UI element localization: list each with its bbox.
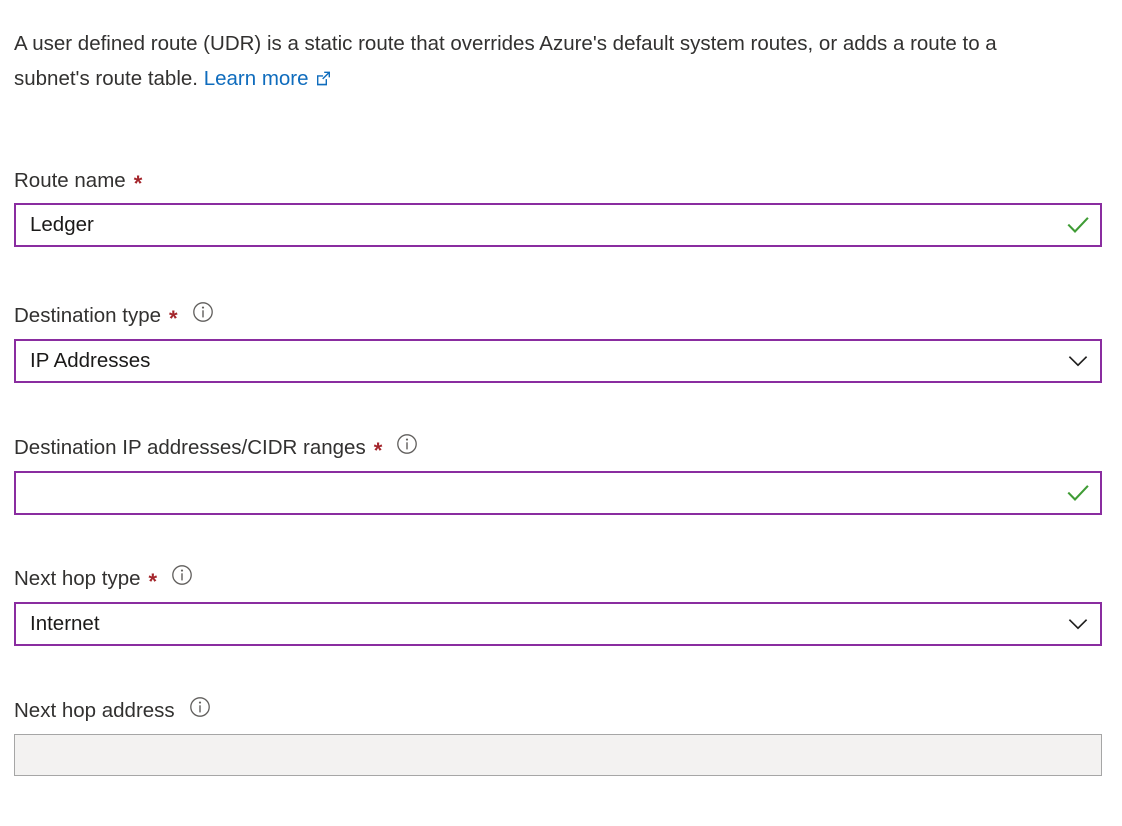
- next-hop-address-label-text: Next hop address: [14, 698, 175, 722]
- next-hop-address-label: Next hop address: [14, 696, 1102, 725]
- info-icon[interactable]: [192, 301, 214, 330]
- destination-type-value: IP Addresses: [30, 349, 151, 372]
- route-name-input-wrapper[interactable]: [14, 203, 1102, 247]
- destination-cidr-input-wrapper[interactable]: [14, 471, 1102, 515]
- next-hop-type-label-text: Next hop type: [14, 566, 141, 590]
- checkmark-icon: [1056, 473, 1100, 513]
- destination-cidr-label-text: Destination IP addresses/CIDR ranges: [14, 435, 366, 459]
- destination-cidr-input[interactable]: [16, 481, 1056, 505]
- description-text: A user defined route (UDR) is a static r…: [14, 32, 997, 90]
- required-asterisk: *: [133, 171, 143, 196]
- required-asterisk: *: [373, 437, 383, 463]
- info-icon[interactable]: [171, 564, 193, 593]
- field-route-name: Route name *: [14, 168, 1102, 247]
- field-next-hop-type: Next hop type * Internet: [14, 564, 1102, 646]
- next-hop-type-dropdown[interactable]: Internet: [14, 602, 1102, 646]
- route-name-label: Route name *: [14, 168, 1102, 196]
- required-asterisk: *: [148, 568, 158, 594]
- next-hop-address-input-wrapper: [14, 734, 1102, 776]
- field-destination-type: Destination type * IP Addresses: [14, 301, 1102, 383]
- destination-type-dropdown[interactable]: IP Addresses: [14, 339, 1102, 383]
- destination-type-label-text: Destination type: [14, 303, 162, 327]
- checkmark-icon: [1056, 205, 1100, 245]
- route-name-label-text: Route name: [14, 169, 126, 192]
- required-asterisk: *: [169, 305, 178, 331]
- chevron-down-icon[interactable]: [1056, 604, 1100, 644]
- destination-type-label: Destination type *: [14, 301, 1102, 330]
- field-next-hop-address: Next hop address: [14, 696, 1102, 776]
- route-name-input[interactable]: [16, 213, 1056, 237]
- next-hop-type-label: Next hop type *: [14, 564, 1102, 593]
- info-icon[interactable]: [396, 433, 418, 462]
- next-hop-type-value: Internet: [30, 612, 100, 635]
- destination-cidr-label: Destination IP addresses/CIDR ranges *: [14, 433, 1102, 462]
- blade-description: A user defined route (UDR) is a static r…: [14, 26, 1074, 98]
- chevron-down-icon[interactable]: [1056, 341, 1100, 381]
- learn-more-link[interactable]: Learn more: [204, 67, 332, 90]
- next-hop-address-input: [15, 743, 1101, 767]
- learn-more-label: Learn more: [203, 67, 309, 90]
- external-link-icon: [315, 63, 332, 98]
- field-destination-cidr: Destination IP addresses/CIDR ranges *: [14, 433, 1102, 515]
- info-icon[interactable]: [189, 696, 211, 725]
